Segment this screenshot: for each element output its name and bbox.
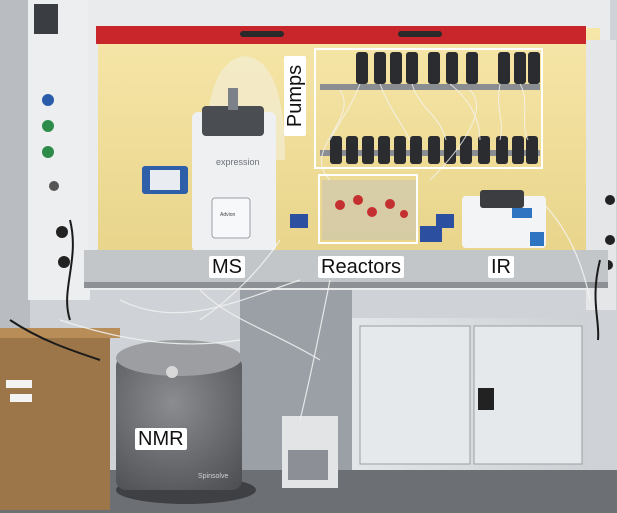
- side-desk: [0, 328, 120, 510]
- valve-box-face: [150, 170, 180, 190]
- panel-display: [34, 4, 58, 34]
- ms-label: MS: [209, 256, 245, 278]
- hood-bar-slots: [240, 31, 442, 37]
- reactor-area: [290, 180, 454, 242]
- pumps-label: Pumps: [284, 56, 306, 136]
- black-cables: [9, 219, 601, 361]
- ir-instrument: [462, 190, 546, 248]
- pumps-highlight-box: [314, 48, 543, 169]
- nmr-label: NMR: [135, 428, 187, 450]
- cables: [59, 199, 591, 421]
- svg-text:Spinsolve: Spinsolve: [198, 473, 228, 480]
- pump-rack: [320, 52, 540, 181]
- vacuum-pump: [282, 416, 338, 488]
- hood-red-bar: [96, 26, 586, 44]
- svg-text:expression: expression: [216, 157, 260, 167]
- cabinet: [352, 318, 588, 470]
- nmr-instrument: Spinsolve: [116, 340, 256, 504]
- left-wall: [0, 0, 30, 330]
- electrical-panel: [28, 0, 90, 300]
- counter-edge: [84, 282, 608, 288]
- svg-text:Advion: Advion: [220, 212, 236, 218]
- reactors-label: Reactors: [318, 256, 405, 278]
- panel-buttons: [42, 94, 70, 268]
- reactors-highlight-box: [318, 174, 418, 244]
- ms-instrument: expression Advion: [192, 88, 276, 252]
- ir-label: IR: [488, 256, 514, 278]
